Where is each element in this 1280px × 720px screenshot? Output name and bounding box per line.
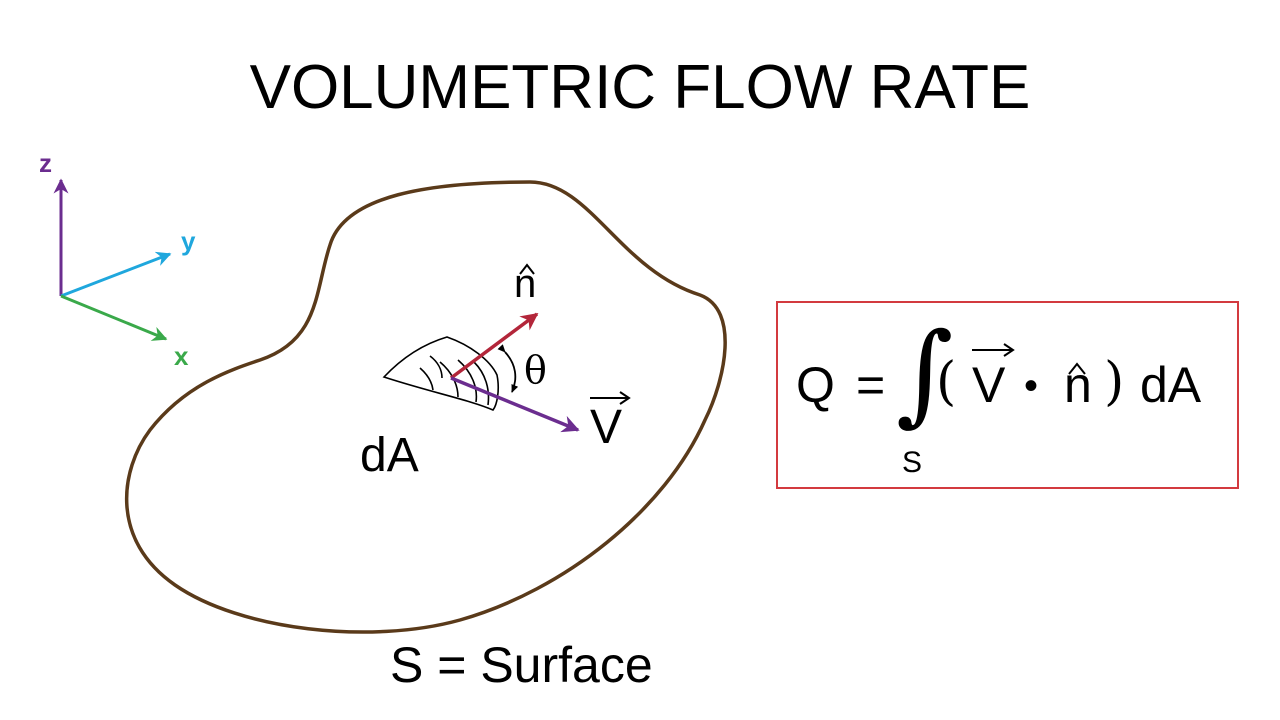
velocity-vector-label: V — [590, 401, 623, 454]
y-axis-arrow — [60, 251, 172, 298]
equation-differential: dA — [1140, 357, 1202, 413]
page-title: VOLUMETRIC FLOW RATE — [249, 53, 1031, 122]
equation-dot: • — [1024, 364, 1039, 408]
velocity-vector-overarrow — [590, 391, 631, 405]
equation-normal: n — [1064, 357, 1092, 413]
equation-vector-overarrow — [972, 343, 1015, 357]
theta-angle-arc — [497, 344, 519, 393]
equation-close-paren: ) — [1104, 352, 1125, 412]
normal-vector-label: n — [514, 262, 537, 306]
x-axis-arrow — [60, 294, 168, 341]
theta-label: θ — [524, 348, 547, 392]
velocity-vector-arrow — [450, 376, 580, 433]
x-axis-label: x — [174, 341, 189, 371]
equation-vector: V — [972, 357, 1006, 413]
z-axis-label: z — [39, 148, 52, 178]
area-element-label: dA — [360, 429, 419, 482]
normal-hat — [519, 263, 535, 275]
equation-box — [776, 301, 1239, 489]
equation-normal-hat — [1068, 362, 1086, 375]
normal-vector-arrow — [449, 312, 539, 380]
integral-subscript: S — [902, 446, 923, 479]
integral-sign: ∫ — [896, 309, 954, 437]
y-axis-label: y — [181, 226, 196, 256]
surface-caption: S = Surface — [390, 637, 653, 693]
equation-open-paren: ( — [936, 352, 957, 412]
equation-equals: = — [856, 357, 886, 413]
equation-lhs: Q — [796, 357, 835, 413]
surface-outline — [124, 180, 727, 634]
surface-element-dA — [382, 336, 500, 411]
